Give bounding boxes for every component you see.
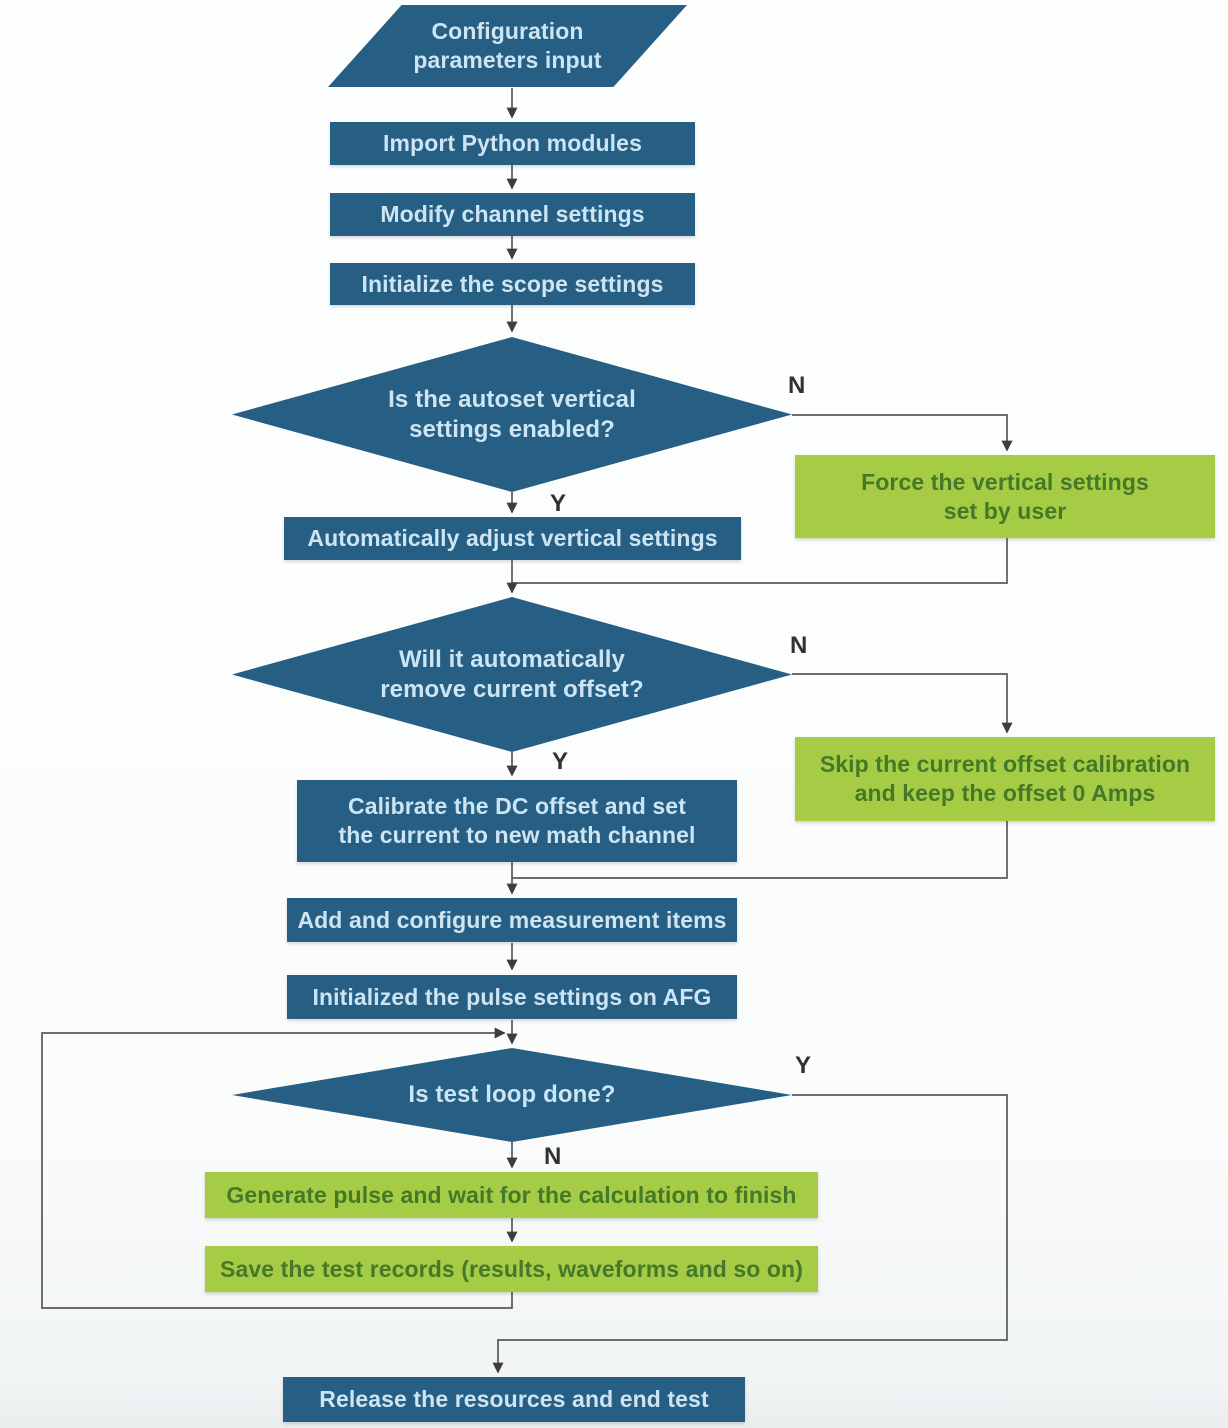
node-force-vertical: Force the vertical settings set by user [795,455,1215,538]
node-import-modules-label: Import Python modules [383,130,642,157]
node-init-afg: Initialized the pulse settings on AFG [287,975,737,1019]
node-skip-offset-label: Skip the current offset calibration and … [819,751,1191,806]
branch-label-offset-yes: Y [552,748,569,775]
node-modify-channel: Modify channel settings [330,193,695,236]
node-calibrate-offset-label: Calibrate the DC offset and set the curr… [338,793,696,848]
branch-label-autoset-no: N [788,372,806,399]
node-modify-channel-label: Modify channel settings [380,201,645,228]
node-auto-adjust: Automatically adjust vertical settings [284,517,741,560]
node-save-records-label: Save the test records (results, waveform… [220,1255,803,1282]
node-calibrate-offset: Calibrate the DC offset and set the curr… [297,780,737,862]
node-force-vertical-label: Force the vertical settings set by user [861,468,1149,524]
decision-remove-offset: Will it automatically remove current off… [232,597,792,752]
node-init-scope: Initialize the scope settings [330,263,695,305]
node-skip-offset: Skip the current offset calibration and … [795,737,1215,821]
node-auto-adjust-label: Automatically adjust vertical settings [307,525,718,552]
node-release-resources: Release the resources and end test [283,1377,745,1422]
node-save-records: Save the test records (results, waveform… [205,1246,818,1292]
node-generate-pulse: Generate pulse and wait for the calculat… [205,1172,818,1218]
decision-test-loop: Is test loop done? [232,1048,792,1142]
decision-autoset-vertical: Is the autoset vertical settings enabled… [232,337,792,492]
node-config-input-label: Configuration parameters input [413,18,602,73]
node-add-measurements-label: Add and configure measurement items [297,906,727,933]
decision-test-loop-label: Is test loop done? [408,1081,616,1108]
branch-label-testloop-no: N [544,1143,562,1170]
node-config-input: Configuration parameters input [328,5,687,87]
node-import-modules: Import Python modules [330,122,695,165]
node-add-measurements: Add and configure measurement items [287,898,737,942]
decision-autoset-vertical-label: Is the autoset vertical settings enabled… [388,385,636,443]
node-release-resources-label: Release the resources and end test [319,1386,709,1413]
node-generate-pulse-label: Generate pulse and wait for the calculat… [226,1181,797,1208]
node-init-afg-label: Initialized the pulse settings on AFG [312,983,712,1010]
decision-remove-offset-label: Will it automatically remove current off… [380,645,644,703]
node-init-scope-label: Initialize the scope settings [361,270,664,297]
branch-label-offset-no: N [790,632,808,659]
branch-label-autoset-yes: Y [550,490,567,517]
branch-label-testloop-yes: Y [795,1052,812,1079]
